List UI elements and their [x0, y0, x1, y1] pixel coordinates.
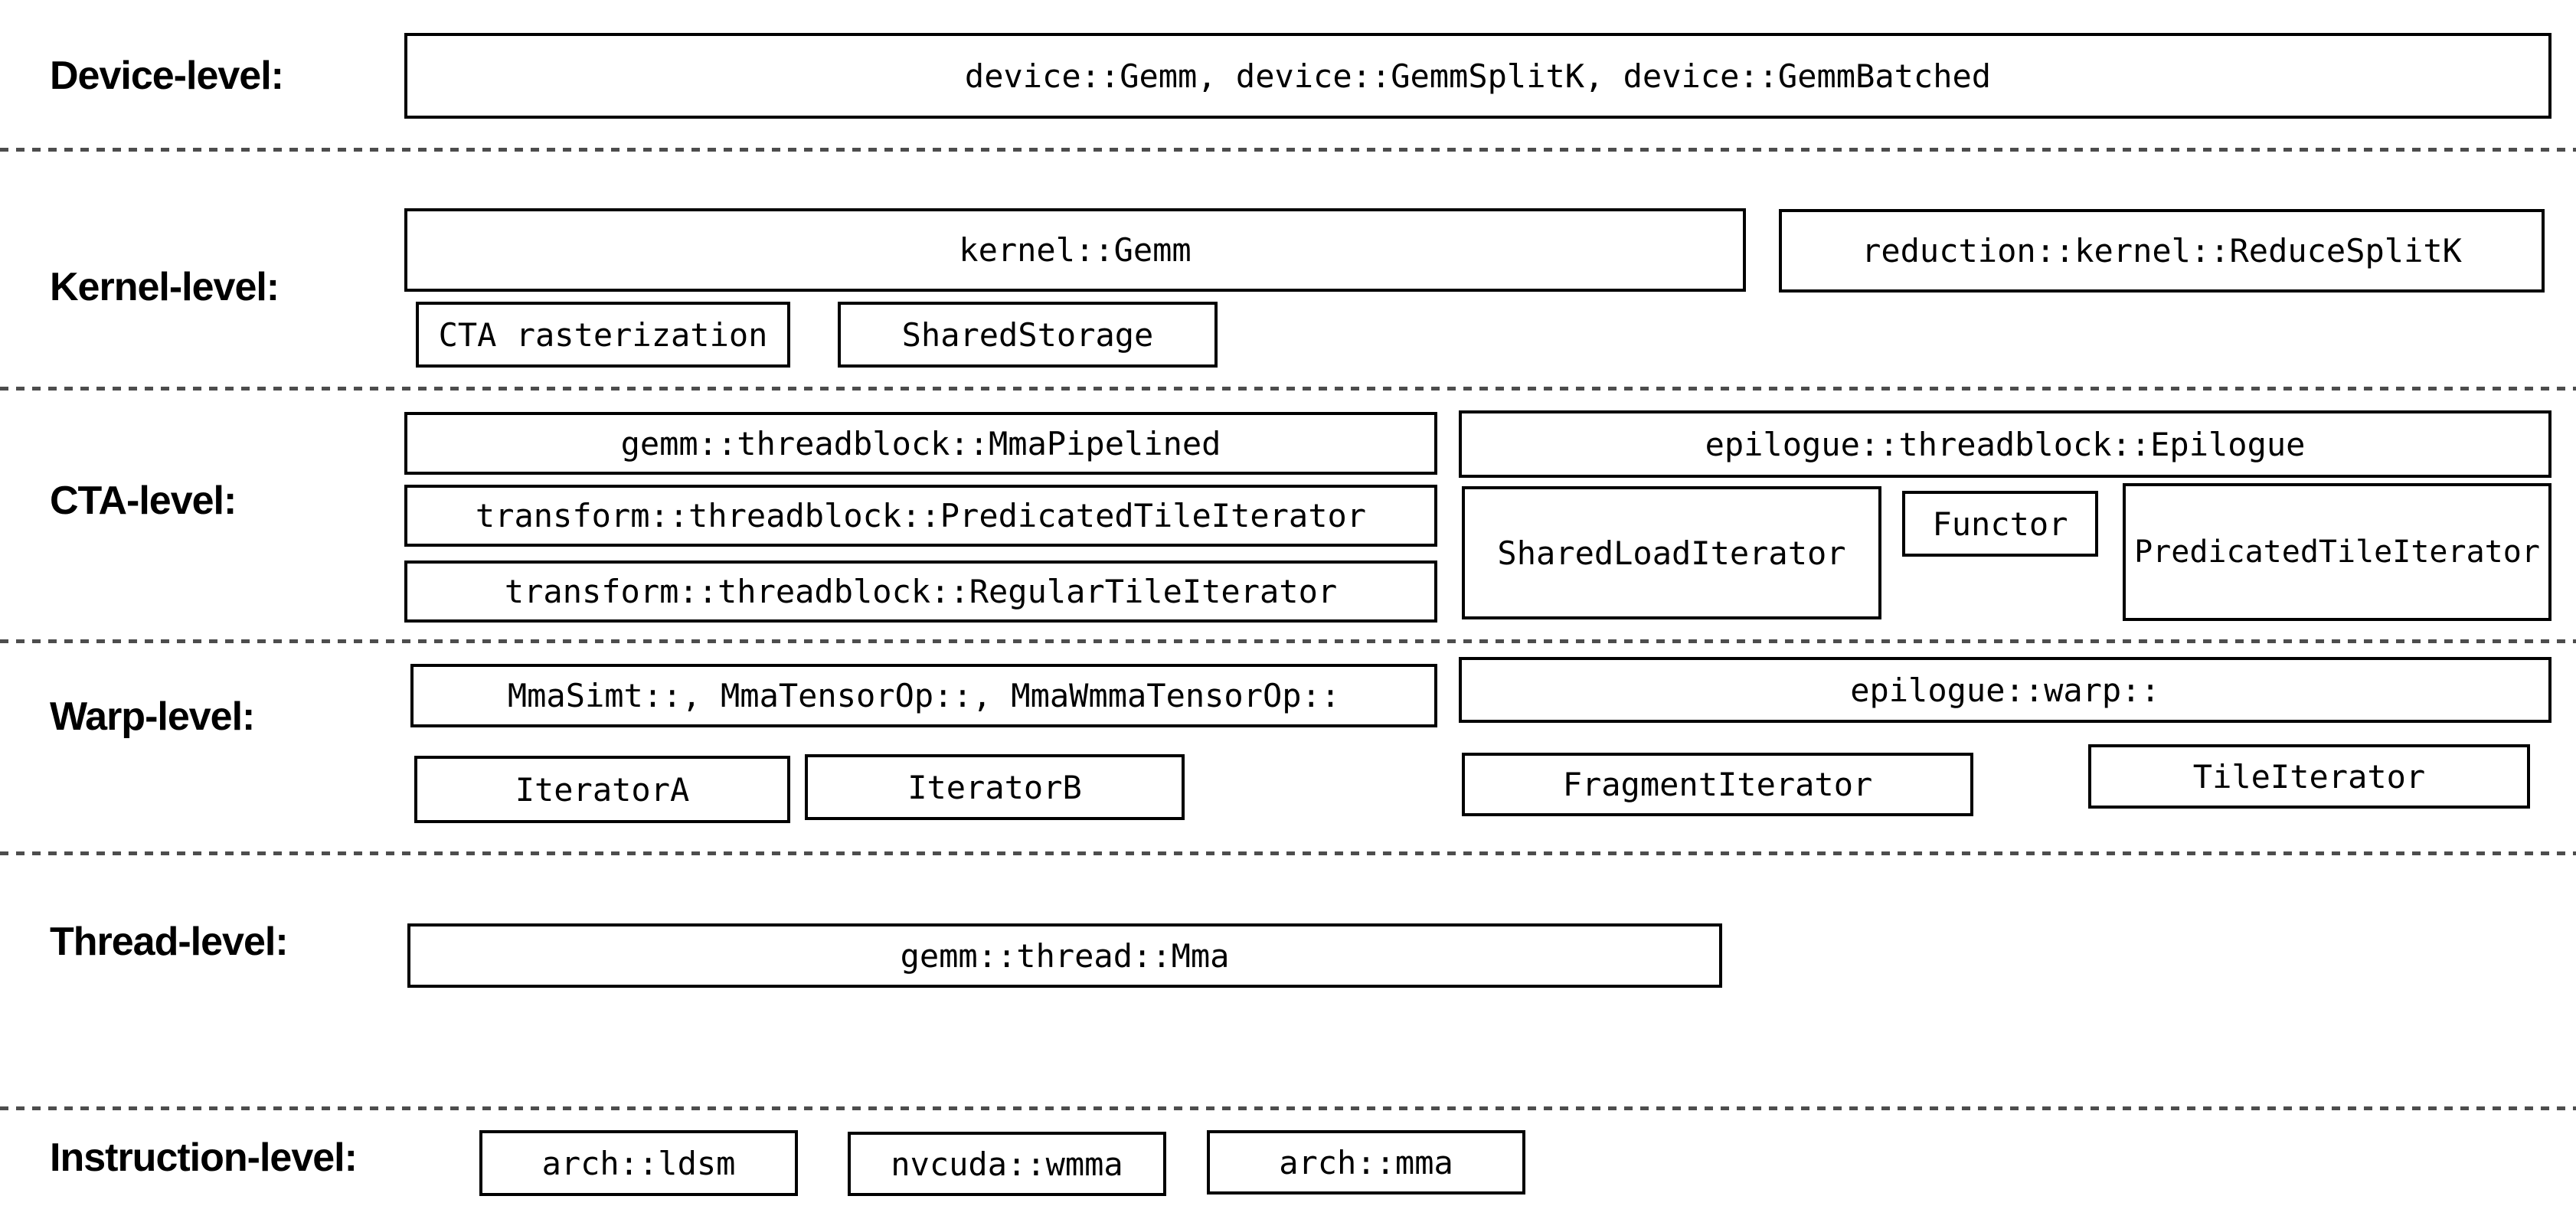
cta-rasterization-box: CTA rasterization [416, 302, 790, 368]
gemm-threadblock-mmapipelined-box: gemm::threadblock::MmaPipelined [404, 412, 1437, 475]
row-separator-1 [0, 148, 2576, 152]
epilogue-predicatedtileiterator-box: PredicatedTileIterator [2123, 483, 2551, 621]
device-gemm-box: device::Gemm, device::GemmSplitK, device… [404, 33, 2551, 119]
transform-threadblock-regulartileiterator-box: transform::threadblock::RegularTileItera… [404, 560, 1437, 623]
transform-threadblock-predicatedtileiterator-box: transform::threadblock::PredicatedTileIt… [404, 485, 1437, 547]
gemm-thread-mma-box: gemm::thread::Mma [407, 923, 1722, 988]
row-label-kernel-level: Kernel-level: [50, 265, 280, 309]
iterator-a-box: IteratorA [414, 756, 790, 823]
row-separator-3 [0, 639, 2576, 643]
row-label-cta-level: CTA-level: [50, 479, 237, 523]
nvcuda-wmma-box: nvcuda::wmma [848, 1132, 1166, 1196]
epilogue-threadblock-epilogue-box: epilogue::threadblock::Epilogue [1459, 410, 2551, 478]
warp-mma-ops-box: MmaSimt::, MmaTensorOp::, MmaWmmaTensorO… [410, 664, 1437, 727]
row-label-thread-level: Thread-level: [50, 920, 289, 964]
functor-box: Functor [1902, 491, 2098, 557]
shared-storage-box: SharedStorage [838, 302, 1218, 368]
row-label-instruction-level: Instruction-level: [50, 1136, 358, 1180]
row-separator-4 [0, 851, 2576, 855]
arch-ldsm-box: arch::ldsm [479, 1130, 798, 1196]
shared-load-iterator-box: SharedLoadIterator [1462, 486, 1881, 619]
row-separator-2 [0, 387, 2576, 391]
fragment-iterator-box: FragmentIterator [1462, 753, 1973, 816]
kernel-gemm-box: kernel::Gemm [404, 208, 1746, 292]
epilogue-warp-box: epilogue::warp:: [1459, 657, 2551, 723]
tile-iterator-box: TileIterator [2088, 744, 2530, 809]
row-label-device-level: Device-level: [50, 54, 284, 98]
arch-mma-box: arch::mma [1207, 1130, 1525, 1194]
reduction-kernel-reducesplitk-box: reduction::kernel::ReduceSplitK [1779, 209, 2545, 292]
row-separator-5 [0, 1106, 2576, 1110]
iterator-b-box: IteratorB [805, 754, 1185, 820]
row-label-warp-level: Warp-level: [50, 694, 255, 739]
